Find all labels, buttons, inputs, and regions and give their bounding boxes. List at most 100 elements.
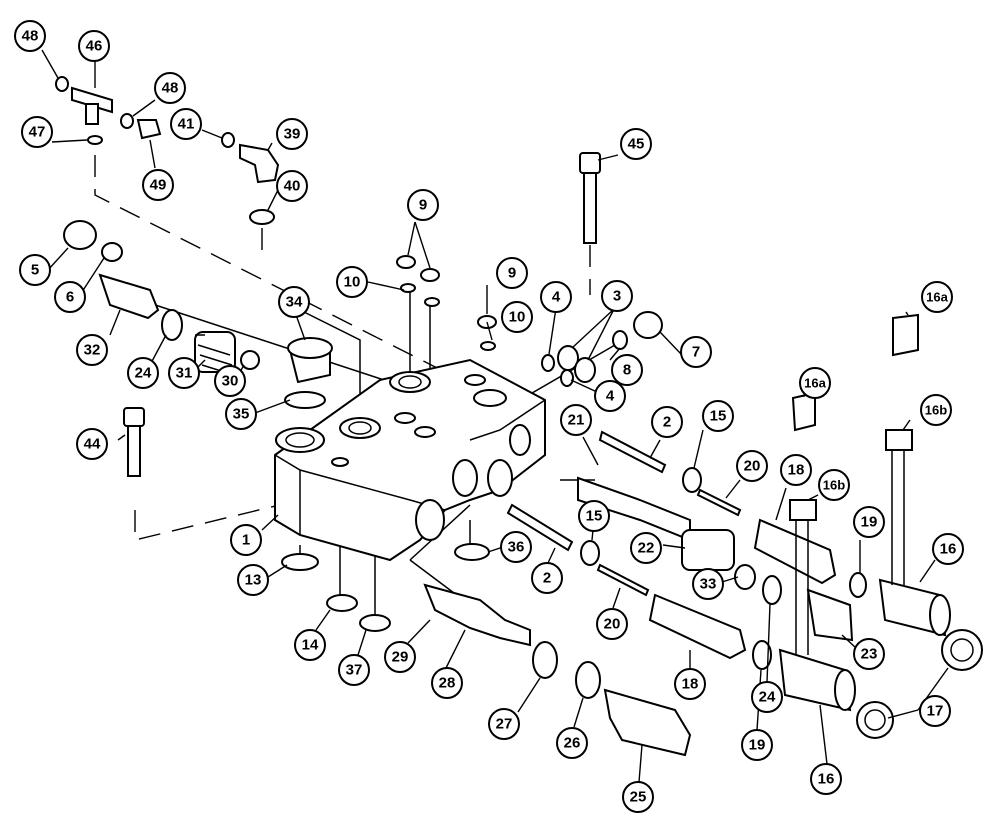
callout-c30: 30 [214,365,246,397]
callout-label: 19 [749,737,766,754]
callout-label: 23 [861,646,878,663]
callout-c15b: 15 [578,500,610,532]
callout-c7: 7 [680,336,712,368]
callout-label: 39 [284,126,301,143]
callout-c41: 41 [170,108,202,140]
callout-label: 4 [552,289,561,306]
callout-label: 30 [222,373,239,390]
callout-c46: 46 [78,30,110,62]
callout-c44: 44 [76,428,108,460]
callout-label: 4 [606,388,615,405]
callout-label: 25 [630,789,647,806]
callout-c18b: 18 [674,668,706,700]
callout-label: 10 [344,274,361,291]
callout-label: 7 [692,344,700,361]
callout-c21: 21 [560,404,592,436]
callout-label: 40 [284,178,301,195]
callout-label: 6 [66,289,74,306]
callout-c18a: 18 [780,454,812,486]
callout-c16a: 16 [932,533,964,565]
callout-label: 34 [286,294,303,311]
callout-c48a: 48 [14,20,46,52]
callout-c20a: 20 [736,450,768,482]
callout-c23: 23 [853,638,885,670]
callout-c3: 3 [601,280,633,312]
callout-label: 21 [568,412,585,429]
callout-label: 46 [86,38,103,55]
callout-label: 17 [927,703,944,720]
callout-c20b: 20 [596,608,628,640]
callout-label: 22 [638,540,655,557]
callout-label: 15 [586,508,603,525]
callout-label: 32 [84,342,101,359]
callout-c40: 40 [276,170,308,202]
callout-c19b: 19 [741,729,773,761]
callout-label: 18 [682,676,699,693]
callout-label: 2 [543,570,551,587]
callout-c9a: 9 [407,189,439,221]
callout-c45: 45 [620,128,652,160]
callout-label: 10 [509,309,526,326]
callout-c17: 17 [919,695,951,727]
callout-c13: 13 [237,564,269,596]
callout-label: 16 [940,541,957,558]
callout-label: 18 [788,462,805,479]
callout-c49: 49 [142,169,174,201]
callout-c4a: 4 [540,281,572,313]
callout-label: 26 [564,735,581,752]
callout-c39: 39 [276,118,308,150]
callout-label: 9 [419,197,427,214]
callout-label: 33 [700,576,717,593]
callout-c29: 29 [384,641,416,673]
callout-label: 27 [496,716,513,733]
callout-c2a: 2 [651,406,683,438]
callout-c34: 34 [278,286,310,318]
callout-label: 45 [628,136,645,153]
callout-label: 47 [29,124,46,141]
callout-c10a: 10 [336,266,368,298]
callout-label: 15 [710,408,727,425]
callout-label: 16b [823,478,845,493]
callout-label: 28 [439,675,456,692]
callout-c9b: 9 [496,257,528,289]
callout-c4b: 4 [594,380,626,412]
callout-label: 49 [150,177,167,194]
callout-c25: 25 [622,781,654,813]
callout-c28: 28 [431,667,463,699]
callout-c15a: 15 [702,400,734,432]
callout-c6: 6 [54,281,86,313]
callout-label: 36 [508,539,525,556]
callout-label: 24 [759,689,776,706]
callout-c36: 36 [500,531,532,563]
callout-label: 19 [861,514,878,531]
callout-label: 16b [925,403,947,418]
callout-label: 37 [346,662,363,679]
callout-c48b: 48 [154,72,186,104]
callout-label: 24 [135,365,152,382]
callout-c32: 32 [76,334,108,366]
callout-label: 8 [623,362,631,379]
callout-label: 20 [604,616,621,633]
callout-c37: 37 [338,654,370,686]
callout-label: 14 [302,637,319,654]
callout-c2b: 2 [531,562,563,594]
callout-c16b: 16 [810,763,842,795]
callout-c14: 14 [294,629,326,661]
callout-label: 20 [744,458,761,475]
callout-c16b1: 16b [920,394,952,426]
callout-label: 41 [178,116,195,133]
callout-label: 16 [818,771,835,788]
callout-label: 9 [508,265,516,282]
callout-label: 31 [176,365,193,382]
parts [55,76,983,757]
callout-label: 35 [233,406,250,423]
callout-label: 48 [22,28,39,45]
callout-c16a2: 16a [799,367,831,399]
callout-label: 44 [84,436,101,453]
callout-c16a1: 16a [921,281,953,313]
callout-c16b2: 16b [818,469,850,501]
callout-c31: 31 [168,357,200,389]
callout-label: 13 [245,572,262,589]
callout-c5: 5 [19,254,51,286]
